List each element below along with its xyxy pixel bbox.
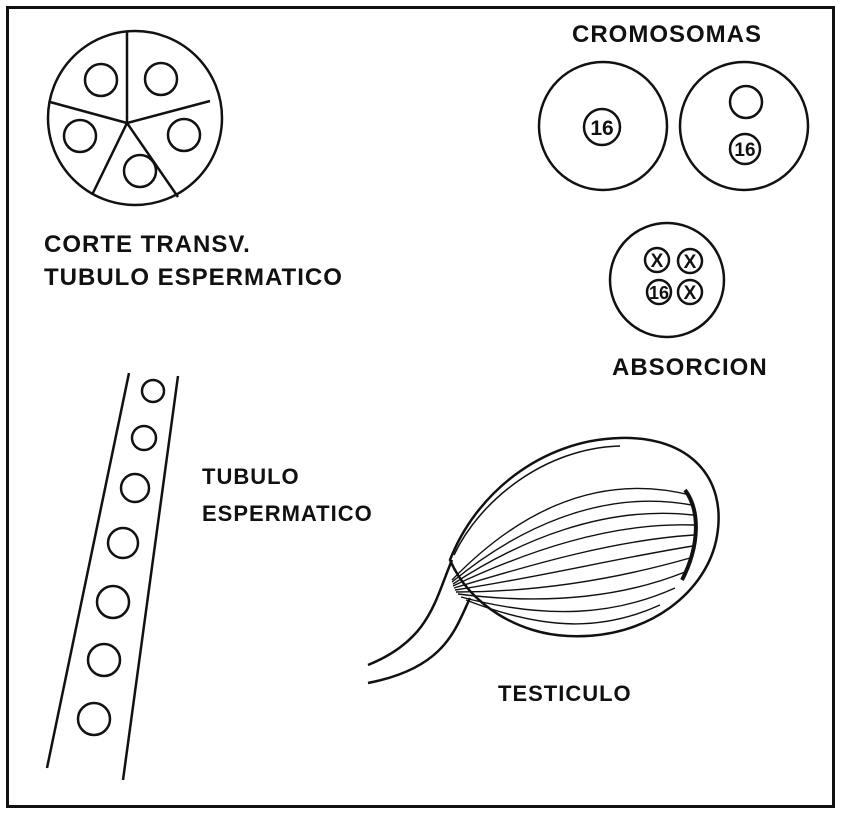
seminiferous-line [455,557,691,593]
label-tubulo-line2: ESPERMATICO [202,501,373,526]
absorption-x-chromosome [676,278,704,306]
tubule-cell [76,701,112,737]
tubule-wall-left [45,372,131,769]
chromosome-cells [537,60,810,192]
label-testiculo: TESTICULO [498,681,632,706]
absorption-cell [608,221,726,339]
tubule-cell [95,584,131,620]
chromosome-cell-left [537,60,669,192]
seminiferous-line [453,534,695,589]
tubule-cross-section [46,29,224,207]
tubule-longitudinal [45,372,180,781]
label-corte-line1: CORTE TRANSV. [44,231,251,258]
cross-section-outline [46,29,224,207]
cross-section-divider [90,122,129,196]
chromosome-number-left: 16 [590,117,613,140]
chromosome-number-right: 16 [734,140,755,161]
absorption-number: 16 [649,283,669,303]
cross-section-cell [166,117,202,153]
label-tubulo-line1: TUBULO [202,464,300,489]
tubule-cell [140,378,166,404]
cross-section-cell [143,61,179,97]
cross-section-cell [122,153,158,189]
chromosome-circle [728,132,762,166]
testicle [367,436,720,685]
absorption-x-chromosome [643,246,671,274]
chromosome-circle [582,107,622,147]
seminiferous-line [460,587,676,613]
tubule-wall-right [121,375,180,781]
seminiferous-line [465,599,661,625]
absorption-outline [608,221,726,339]
cross-section-cell [83,62,119,98]
seminiferous-line [457,571,686,600]
tubule-cell [106,526,140,560]
label-corte-line2: TUBULO ESPERMATICO [44,264,343,291]
chromosome-circle-empty [728,84,764,120]
absorption-x-mark: X [684,283,697,304]
label-absorcion: ABSORCION [612,354,768,381]
label-cromosomas: CROMOSOMAS [572,21,762,48]
seminiferous-lines [451,487,695,625]
tubule-cell [86,642,122,678]
testicle-outline [448,436,720,638]
epididymis [680,488,698,581]
seminiferous-line [451,487,691,581]
seminiferous-line [452,524,695,587]
chromosome-cell-right [678,60,810,192]
absorption-x-mark: X [684,252,697,273]
testicle-outline-inner-top [453,445,621,556]
seminiferous-line [451,500,693,583]
cross-section-divider [126,99,211,125]
tubule-cell [119,472,151,504]
tubule-cell [130,424,158,452]
cross-section-cell [62,118,98,154]
absorption-x-mark: X [651,251,664,272]
diagram-frame [6,6,835,808]
spermatic-cord-upper [367,559,454,667]
cross-section-divider [49,100,128,125]
absorption-x-chromosome [676,247,704,275]
seminiferous-line [454,545,694,591]
absorption-16-chromosome [645,278,673,306]
seminiferous-line [452,512,694,585]
spermatic-cord-lower [367,597,472,685]
